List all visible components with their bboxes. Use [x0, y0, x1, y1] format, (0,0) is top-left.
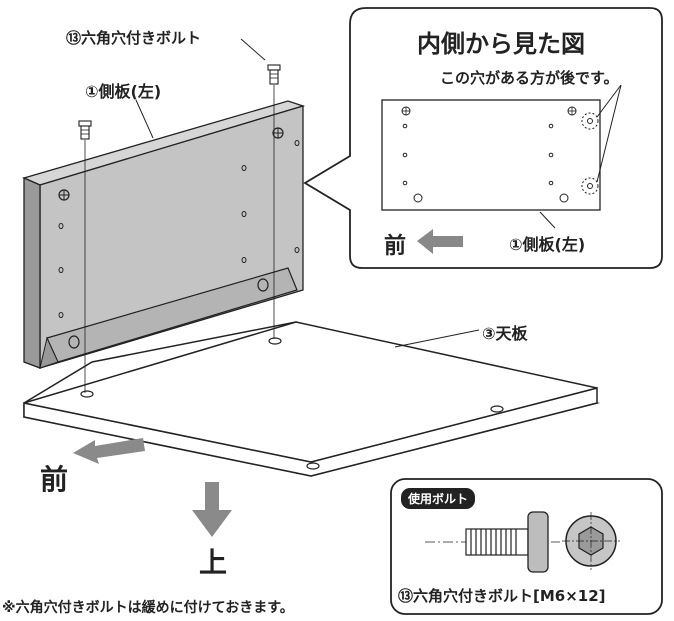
bolt-used-badge: 使用ボルト	[401, 488, 476, 509]
front-arrow-inset	[417, 229, 463, 254]
front-arrow-main	[73, 438, 145, 464]
board-hole	[490, 405, 504, 413]
inset-panel	[381, 99, 601, 211]
bolt-spec-label: ⑬六角穴付きボルト[M6×12]	[398, 587, 606, 605]
board-hole	[268, 337, 282, 345]
board-hole	[306, 462, 320, 470]
hole-back-note: この穴がある方が後です。	[440, 69, 619, 87]
side-panel-left	[22, 100, 306, 369]
bolt-callout-label: ⑬六角穴付きボルト	[66, 29, 202, 47]
top-board-label: ③天板	[482, 324, 528, 343]
leader-bolt	[240, 38, 266, 61]
bolt-left	[78, 120, 92, 393]
leader-side-panel	[135, 99, 154, 139]
front-label-inset: 前	[384, 234, 407, 259]
top-board	[23, 321, 600, 477]
inside-view-callout	[303, 7, 663, 269]
up-arrow-main	[192, 482, 232, 537]
note-loose-bolts: ※六角穴付きボルトは緩めに付けておきます。	[2, 600, 294, 616]
board-hole	[80, 390, 94, 398]
leader-top-board	[394, 329, 480, 348]
bolt-detail-box	[390, 478, 663, 615]
front-label-main: 前	[40, 463, 69, 496]
side-panel-inset-label: ①側板(左)	[509, 235, 586, 254]
inside-view-title: 内側から見た図	[417, 30, 585, 58]
side-panel-label: ①側板(左)	[85, 82, 162, 101]
up-label-main: 上	[199, 546, 228, 579]
bolt-right	[267, 64, 281, 339]
